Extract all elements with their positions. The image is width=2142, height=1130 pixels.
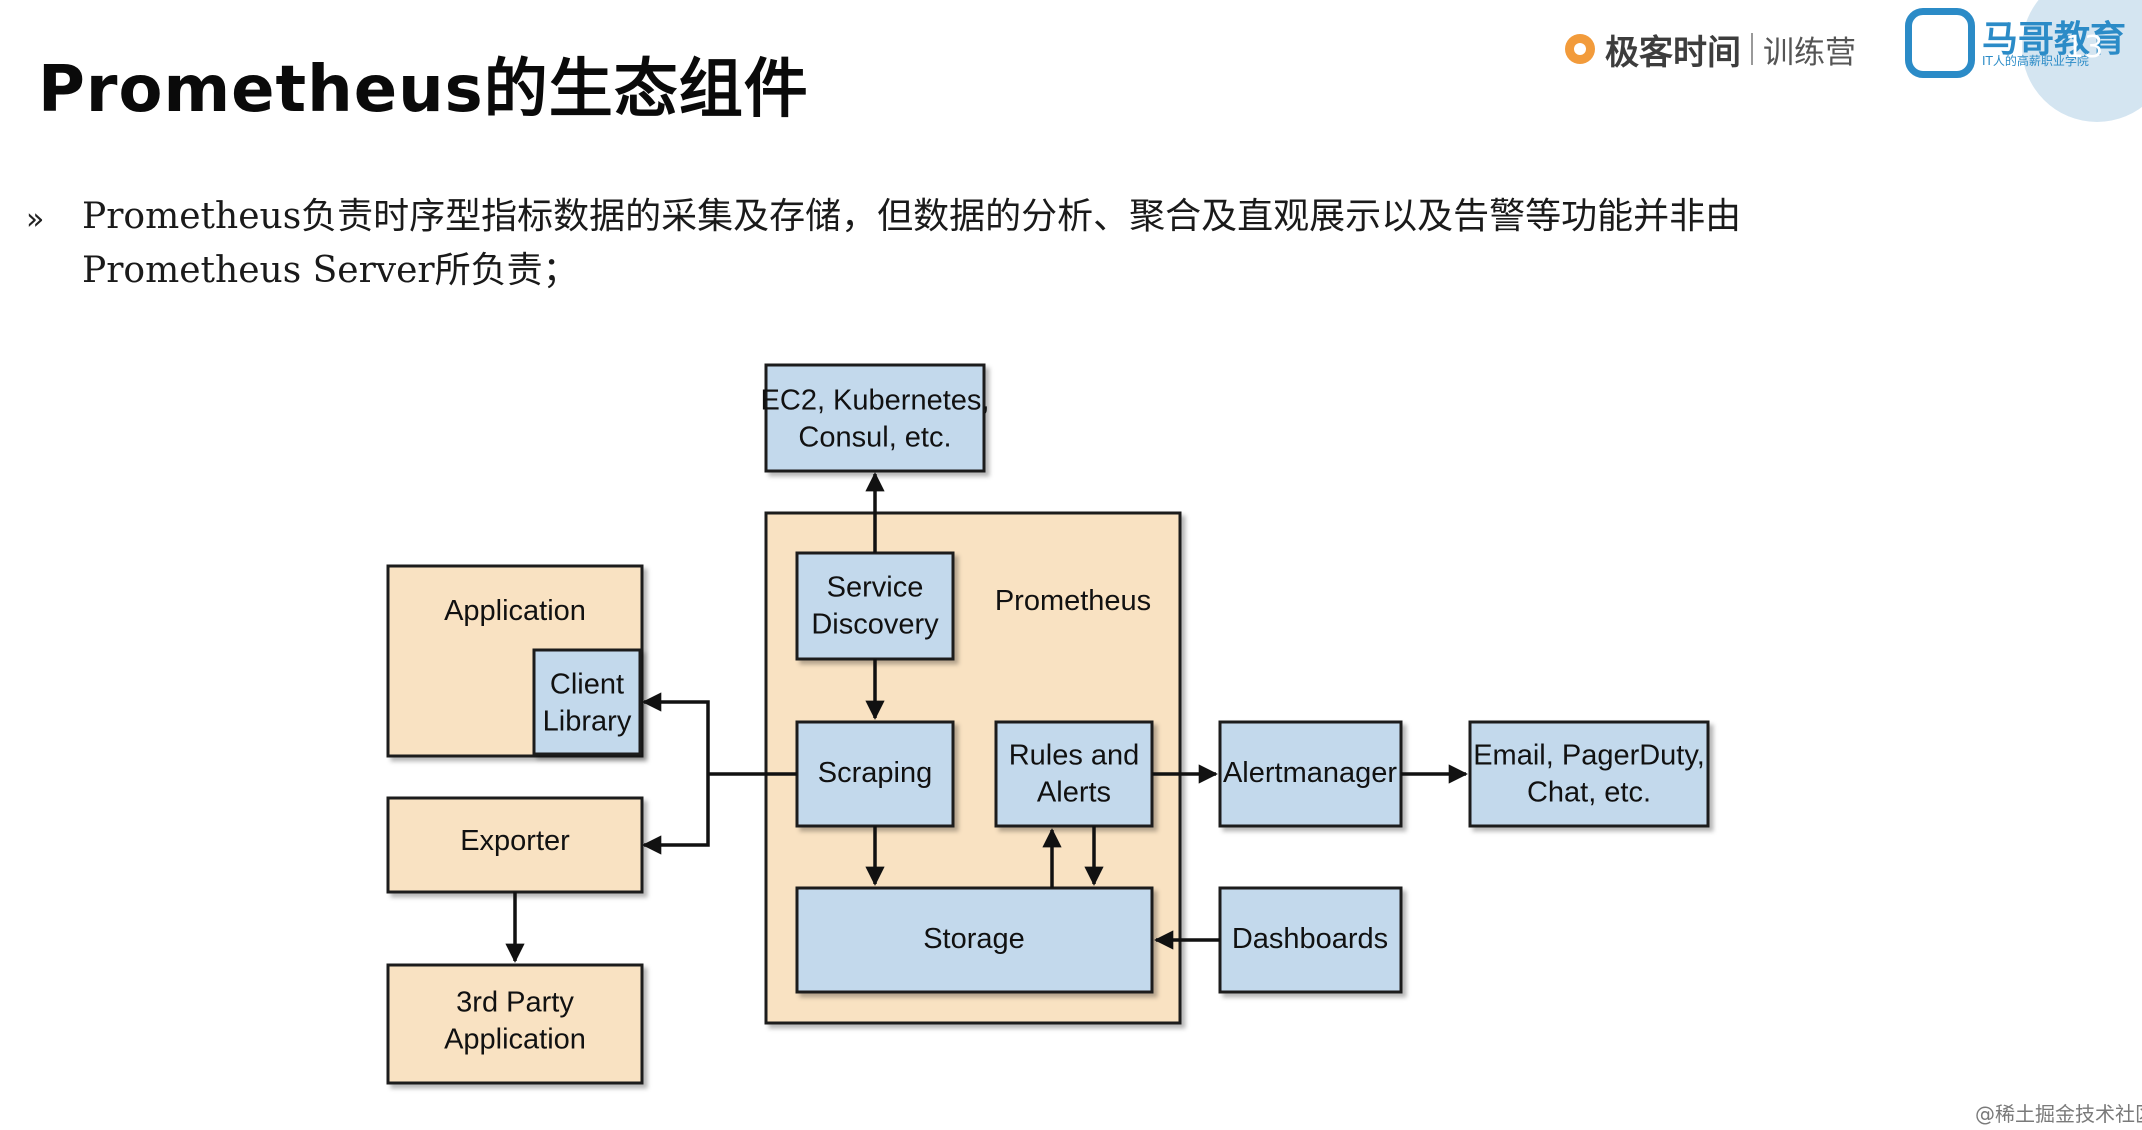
magedu-logo-icon (1905, 8, 1975, 78)
geektime-logo-icon (1565, 34, 1595, 64)
connector-scraping-to-exporter (642, 774, 710, 855)
connector-scraping-to-client-library (642, 692, 710, 774)
service-discovery-targets-box (764, 363, 986, 473)
brand-name: 极客时间 (1605, 32, 1741, 73)
notification-targets-label: Email, PagerDuty,Chat, etc. (1473, 740, 1705, 809)
exporter-box (386, 796, 644, 894)
brand-subtitle: 训练营 (1763, 34, 1856, 71)
storage-box (795, 886, 1154, 994)
description-paragraph: Prometheus负责时序型指标数据的采集及存储，但数据的分析、聚合及直观展示… (82, 190, 2012, 298)
magedu-logo-text: 马哥教育 (1982, 19, 2127, 60)
third-party-application-box (386, 963, 644, 1085)
bullet-marker: » (26, 202, 45, 237)
page-title: Prometheus的生态组件 (38, 53, 809, 127)
paragraph-line-1: Prometheus负责时序型指标数据的采集及存储，但数据的分析、聚合及直观展示… (82, 196, 1742, 237)
page-number: 13 (2065, 30, 2104, 65)
alertmanager-label: Alertmanager (1223, 757, 1397, 789)
dashboards-box (1218, 886, 1403, 994)
client-library-box (532, 648, 642, 756)
scraping-box (795, 720, 955, 828)
brand-divider (1751, 33, 1753, 65)
watermark: @稀土掘金技术社区 (1975, 1102, 2142, 1126)
dashboards-label: Dashboards (1232, 923, 1388, 955)
scraping-label: Scraping (818, 757, 932, 789)
exporter-label: Exporter (460, 825, 570, 857)
prometheus-server-label: Prometheus (995, 585, 1151, 617)
notification-targets-box (1468, 720, 1710, 828)
service-discovery-box (795, 551, 955, 661)
service-discovery-targets-label: EC2, Kubernetes,Consul, etc. (761, 385, 990, 454)
paragraph-line-2: Prometheus Server所负责； (82, 250, 579, 291)
application-label: Application (444, 595, 586, 627)
magedu-logo-subtitle: IT人的高薪职业学院 (1982, 54, 2089, 68)
rules-and-alerts-box (994, 720, 1154, 828)
storage-label: Storage (923, 923, 1025, 955)
geektime-brand: 极客时间 训练营 (1565, 18, 1856, 80)
